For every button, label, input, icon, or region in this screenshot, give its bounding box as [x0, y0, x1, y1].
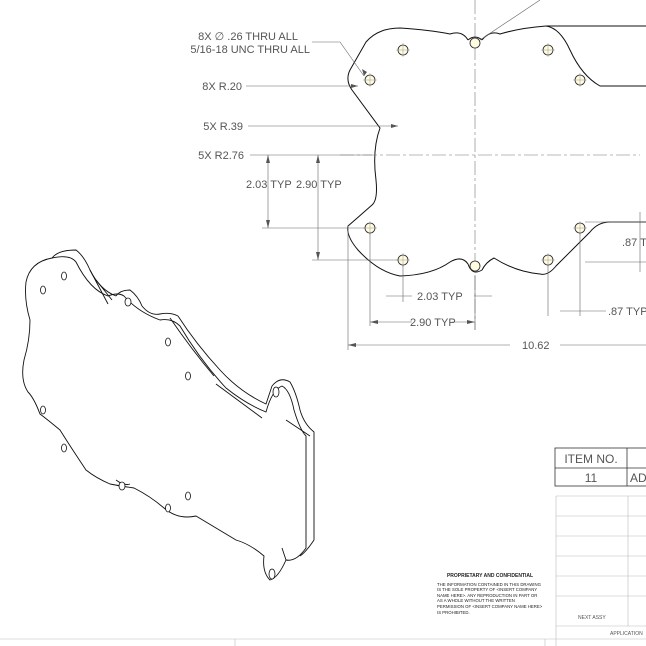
arrowheads: [266, 69, 475, 347]
callout-fillet-mid: 5X R.39: [203, 121, 243, 133]
hole: [469, 260, 481, 272]
bom-table: [554, 447, 646, 487]
hole: [185, 491, 191, 501]
application-label: APPLICATION: [610, 631, 643, 637]
callout-fillet-small: 8X R.20: [202, 81, 242, 93]
proprietary-text: THE INFORMATION CONTAINED IN THIS DRAWIN…: [437, 581, 543, 615]
isometric-view: [22, 249, 315, 581]
next-assy-label: NEXT ASSY: [578, 615, 606, 621]
center-lines: [340, 0, 640, 330]
iso-edge: [169, 317, 215, 377]
iso-edge: [281, 547, 287, 561]
hole: [268, 568, 276, 580]
iso-edge: [95, 279, 113, 301]
dim-horiz-inner: 2.03 TYP: [417, 291, 463, 303]
hole: [165, 503, 171, 513]
bom-row-part: AD: [630, 471, 646, 485]
front-view: [347, 25, 646, 277]
plate-right-notch: [545, 25, 646, 87]
iso-holes: [40, 271, 280, 580]
title-block-grid: [0, 495, 646, 646]
callout-fillet-large: 5X R2.76: [198, 150, 244, 162]
iso-edge: [215, 383, 263, 419]
hole: [61, 271, 67, 281]
dim-vert-inner: 2.03 TYP: [246, 179, 292, 191]
hole: [40, 405, 46, 415]
dim-right-vert: .87 T: [622, 237, 646, 249]
dim-overall: 10.62: [522, 340, 550, 352]
callouts: 8X ∅ .26 THRU ALL 5/16-18 UNC THRU ALL 8…: [190, 31, 310, 162]
proprietary-title: PROPRIETARY AND CONFIDENTIAL: [446, 573, 534, 579]
iso-edge: [177, 315, 273, 405]
callout-thread: 5/16-18 UNC THRU ALL: [190, 44, 310, 56]
hole: [165, 337, 171, 347]
leaders: [246, 0, 646, 350]
iso-top-face: [22, 256, 307, 581]
dim-right-horiz: .87 TYP: [608, 306, 646, 318]
hole: [124, 297, 132, 307]
iso-edge: [89, 269, 109, 305]
bom-row-item: 11: [585, 471, 598, 485]
dim-horiz-outer: 2.90 TYP: [410, 317, 456, 329]
hole: [469, 37, 481, 49]
iso-edge: [285, 419, 311, 437]
hole-crosshairs: [363, 43, 587, 267]
dim-vert-outer: 2.90 TYP: [296, 179, 342, 191]
hole: [61, 443, 67, 453]
plate-top-right-edge: [481, 25, 646, 41]
bom-header-item-no: ITEM NO.: [564, 452, 617, 466]
hole: [185, 371, 191, 381]
plate-outline: [347, 27, 646, 277]
proprietary-note: PROPRIETARY AND CONFIDENTIAL THE INFORMA…: [437, 573, 543, 644]
hole: [40, 285, 46, 295]
callout-hole-dia: 8X ∅ .26 THRU ALL: [198, 31, 298, 43]
hole: [272, 386, 280, 398]
dimension-labels: 2.03 TYP 2.90 TYP 2.03 TYP 2.90 TYP 10.6…: [246, 179, 646, 352]
hole: [118, 481, 126, 491]
iso-edge: [115, 289, 179, 317]
iso-edge: [271, 379, 315, 557]
